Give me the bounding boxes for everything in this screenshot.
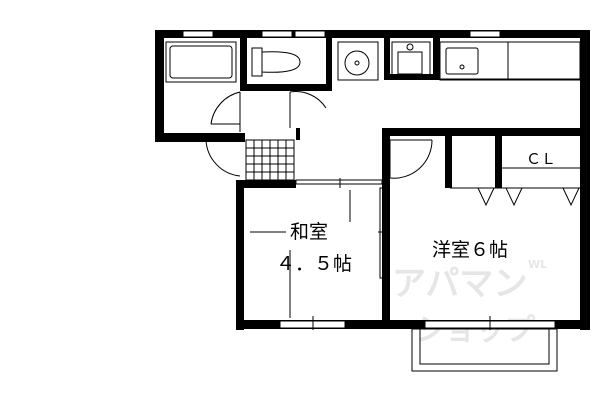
sliding-doors bbox=[295, 178, 388, 279]
kitchen-counter bbox=[430, 41, 581, 81]
closets bbox=[450, 167, 580, 207]
outer-walls bbox=[155, 30, 590, 330]
watermark-line2: ショップ bbox=[415, 313, 536, 348]
balcony-inner bbox=[419, 328, 550, 365]
entrance-grid bbox=[245, 139, 295, 181]
closet-label: ＣＬ bbox=[526, 150, 556, 168]
wash-basin bbox=[337, 41, 379, 81]
youshitsu-label: 洋室６帖 bbox=[432, 239, 508, 261]
windows bbox=[182, 30, 556, 330]
bathtub bbox=[165, 41, 237, 83]
stove bbox=[391, 41, 431, 77]
watermark-small: WL bbox=[528, 258, 547, 271]
doors bbox=[205, 91, 433, 179]
washitsu-size-label: ４．５帖 bbox=[276, 253, 352, 275]
washitsu-name-label: 和室 bbox=[290, 221, 328, 243]
washitsu-lines bbox=[250, 190, 351, 318]
watermark-line1: アパマン bbox=[392, 264, 527, 304]
toilet bbox=[251, 47, 301, 77]
